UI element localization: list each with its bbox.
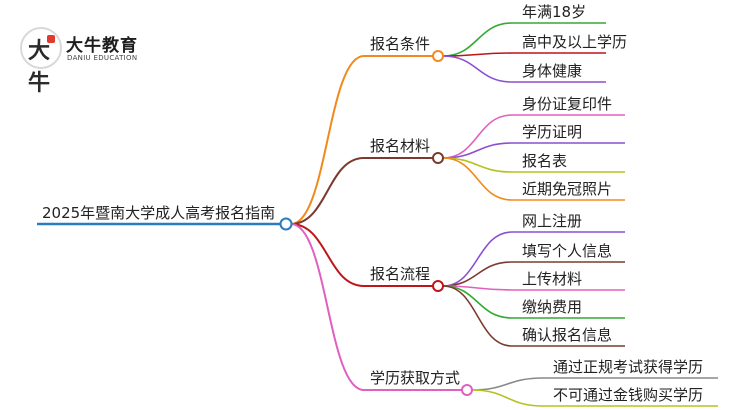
leaf-label: 报名表	[522, 152, 567, 170]
leaf-label: 填写个人信息	[522, 242, 612, 260]
leaf-connector	[442, 231, 513, 287]
leaf-connector	[442, 114, 513, 159]
leaf-label: 年满18岁	[522, 3, 586, 21]
leaf-label: 身体健康	[522, 62, 582, 80]
branch-node-dot[interactable]	[432, 50, 444, 62]
leaf-connector	[442, 285, 513, 319]
brand-logo: 大牛 大牛教育 DANIU EDUCATION	[20, 27, 170, 96]
leaf-connector	[471, 377, 544, 391]
logo-red-dot	[47, 35, 55, 43]
leaf-connector	[442, 22, 513, 57]
connector-layer	[37, 22, 718, 407]
branch-label: 报名材料	[370, 137, 430, 155]
logo-mark-icon: 大牛	[20, 27, 62, 96]
leaf-label: 身份证复印件	[522, 95, 612, 113]
leaf-connector	[442, 157, 513, 201]
leaf-connector	[442, 285, 513, 347]
logo-mark-glyph: 大牛	[28, 38, 51, 96]
branch-label: 报名条件	[370, 35, 430, 53]
leaf-label: 缴纳费用	[522, 298, 582, 316]
branch-node-dot[interactable]	[432, 152, 444, 164]
leaf-label: 上传材料	[522, 270, 582, 288]
branch-node-dot[interactable]	[432, 280, 444, 292]
leaf-label: 高中及以上学历	[522, 33, 627, 51]
branch-connector	[290, 55, 365, 225]
leaf-label: 近期免冠照片	[522, 180, 612, 198]
root-label: 2025年暨南大学成人高考报名指南	[42, 204, 275, 222]
leaf-label: 网上注册	[522, 212, 582, 230]
leaf-connector	[442, 55, 513, 83]
leaf-label: 通过正规考试获得学历	[553, 358, 703, 376]
logo-title: 大牛教育	[66, 36, 138, 56]
leaf-label: 不可通过金钱购买学历	[553, 386, 703, 404]
leaf-label: 学历证明	[522, 123, 582, 141]
root-node-dot[interactable]	[279, 217, 293, 231]
leaf-connector	[471, 389, 544, 407]
leaf-label: 确认报名信息	[522, 326, 612, 344]
leaf-connector	[442, 261, 513, 287]
branch-node-dot[interactable]	[461, 384, 473, 396]
logo-subtitle: DANIU EDUCATION	[67, 54, 138, 62]
branch-label: 学历获取方式	[370, 369, 460, 387]
node-layer: 2025年暨南大学成人高考报名指南 报名条件 年满18岁高中及以上学历身体健康报名材…	[42, 3, 703, 404]
leaf-connector	[442, 142, 513, 159]
branch-connector	[290, 157, 365, 225]
branch-connector	[290, 223, 365, 287]
branch-label: 报名流程	[370, 265, 430, 283]
branch-connector	[290, 223, 365, 391]
